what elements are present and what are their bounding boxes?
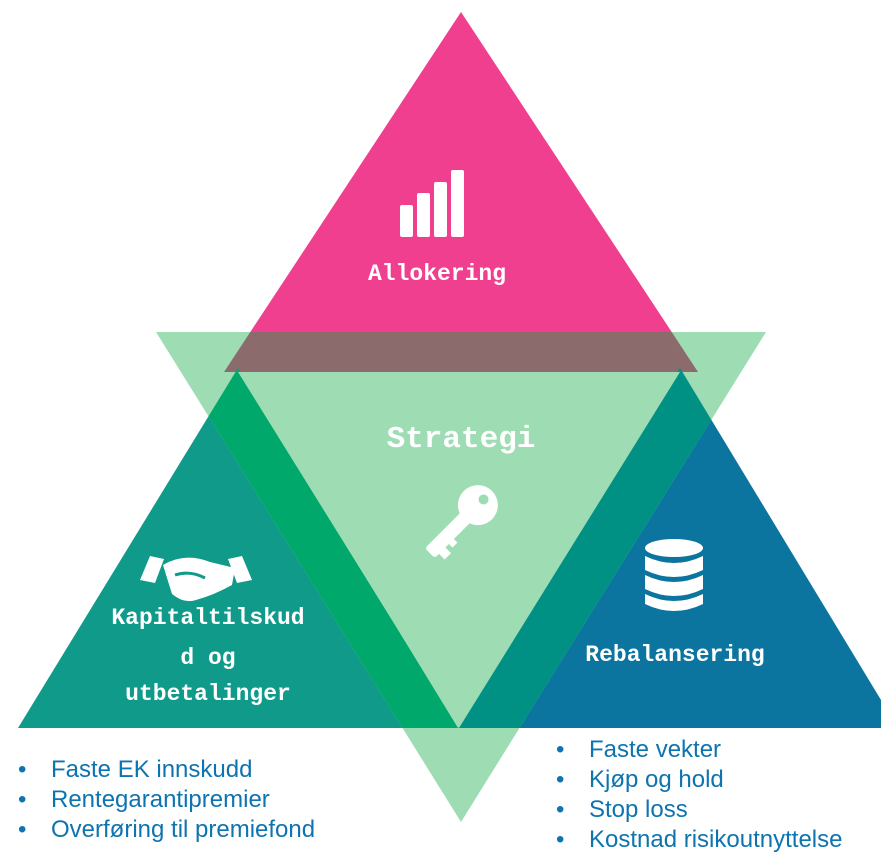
rebalansering-label: Rebalansering <box>585 642 764 668</box>
list-item: •Rentegarantipremier <box>18 786 270 813</box>
key-icon <box>426 485 498 560</box>
bullet-icon: • <box>18 786 27 813</box>
bullet-icon: • <box>18 756 27 783</box>
kapital-label-line2: d og <box>180 645 235 671</box>
list-item: •Stop loss <box>556 796 688 823</box>
allokering-label: Allokering <box>368 261 506 287</box>
handshake-icon <box>140 556 252 602</box>
strategi-label: Strategi <box>387 422 536 457</box>
database-icon <box>645 539 703 611</box>
list-item: •Faste EK innskudd <box>18 756 253 783</box>
rebalansering-bullet-list: •Faste vekter •Kjøp og hold •Stop loss •… <box>556 735 842 855</box>
kapital-label-line3: utbetalinger <box>125 681 291 707</box>
bullet-icon: • <box>18 816 27 843</box>
bullet-icon: • <box>556 826 565 853</box>
list-item: •Kostnad risikoutnyttelse <box>556 826 843 853</box>
bullet-icon: • <box>556 736 565 763</box>
strategi-center <box>238 372 680 728</box>
list-item: •Kjøp og hold <box>556 766 724 793</box>
kapital-bullet-list: •Faste EK innskudd •Rentegarantipremier … <box>18 755 315 845</box>
kapital-label-line1: Kapitaltilskud <box>111 605 304 631</box>
bullet-icon: • <box>556 766 565 793</box>
list-item: •Overføring til premiefond <box>18 816 316 843</box>
bar-chart-icon <box>400 170 464 237</box>
list-item: •Faste vekter <box>556 736 722 763</box>
bullet-icon: • <box>556 796 565 823</box>
